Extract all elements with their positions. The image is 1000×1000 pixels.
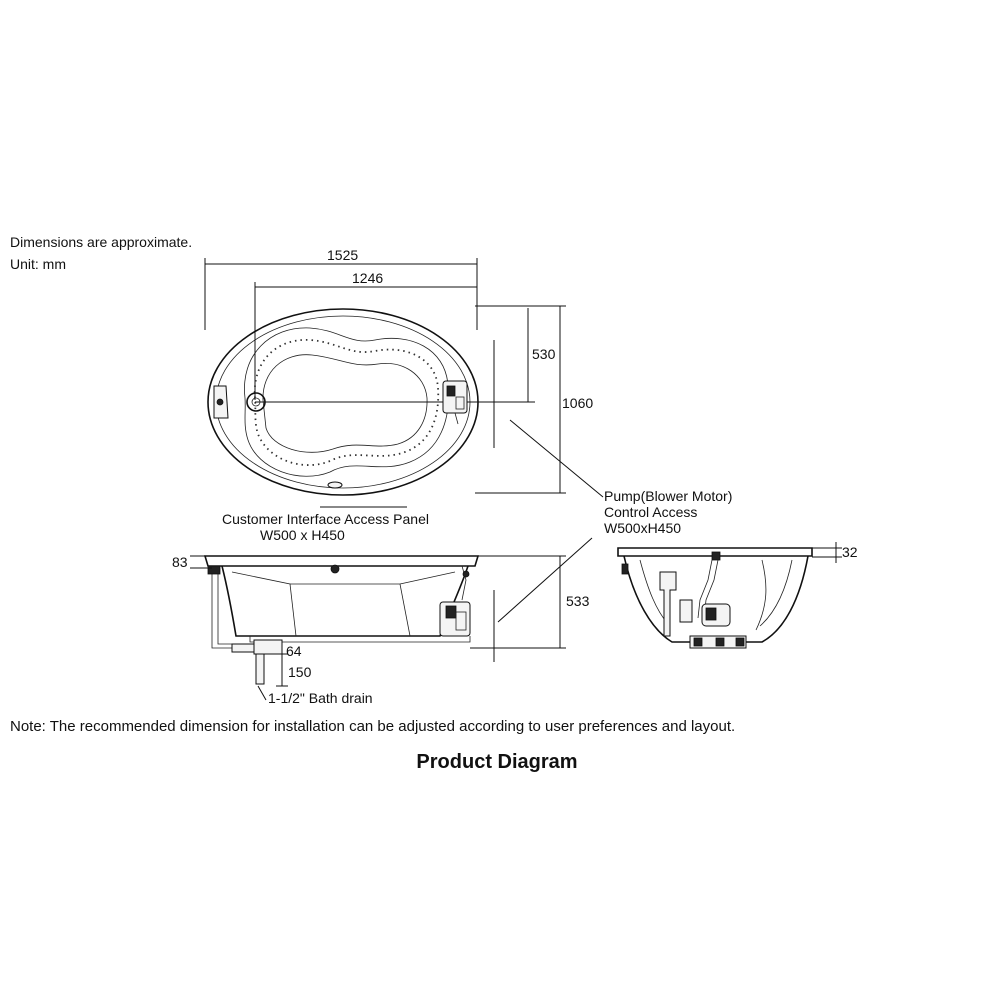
end-view: 32 [617,542,858,649]
half-depth-value: 530 [532,346,556,362]
rim-height-value: 83 [172,554,188,570]
drain-leader [257,685,267,701]
access-panel-label: Customer Interface Access Panel [222,511,429,527]
end-contour-inner [755,559,767,631]
side-overflow-head [207,565,221,575]
plan-suction-fitting [327,481,343,489]
rim-thickness-value: 32 [842,544,858,560]
side-overflow-pipe [211,568,240,649]
side-rim [203,555,480,567]
pump-label-line3: W500xH450 [604,520,681,536]
inner-width-value: 1246 [352,270,383,286]
unit-text: Unit: mm [10,256,66,272]
end-rim [617,547,813,557]
end-contour-right [759,559,793,627]
side-drain-pipe [255,653,265,685]
overflow-knob [216,398,224,406]
dim-drain: 64 150 [276,643,312,687]
side-overflow-pipe-inner [217,572,240,645]
end-top-fitting [711,551,721,561]
overall-depth-value: 1060 [562,395,593,411]
overall-height-value: 533 [566,593,590,609]
plan-view: 1525 1246 1060 530 [204,247,604,508]
dim-overall-depth: 1060 [475,305,593,494]
dim-inner-width: 1246 [254,270,477,400]
diagram-title: Product Diagram [416,751,577,773]
pump-leader-top [509,419,604,498]
dim-overall-height: 533 [470,555,590,649]
access-panel-size: W500 x H450 [260,527,345,543]
pump-label-line1: Pump(Blower Motor) [604,488,732,504]
side-fitting [330,564,340,574]
drain-label: 1-1/2" Bath drain [268,690,373,706]
plan-control-unit [442,380,468,425]
side-tub-body [221,565,469,637]
pump-label-line2: Control Access [604,504,697,520]
dim-rim-thickness: 32 [812,542,858,563]
side-contour-left [231,571,297,637]
side-view: 83 533 64 150 1-1/2" Bath drain [172,537,593,706]
end-side-fitting [621,563,629,575]
tub-basin-outline [244,327,449,477]
pump-leader-bottom [497,537,593,623]
disclaimer-text: Dimensions are approximate. [10,234,192,250]
end-plumbing [659,559,747,649]
dim-half-depth: 530 [522,308,556,403]
dim-rim-height: 83 [172,554,212,570]
drain-offset-value: 64 [286,643,302,659]
dim-overall-width: 1525 [204,247,478,330]
basin-inner-curve [262,354,428,453]
side-drain-elbow [231,643,255,653]
side-pump-unit [439,565,471,637]
overall-width-value: 1525 [327,247,358,263]
drain-depth-value: 150 [288,664,312,680]
plan-drain [246,392,266,412]
installation-note: Note: The recommended dimension for inst… [10,718,735,735]
side-base [249,636,471,643]
side-contour-right [399,571,456,585]
side-contour-mid [290,583,411,637]
side-drain-trap [253,639,283,655]
plan-drain-center [251,397,261,407]
